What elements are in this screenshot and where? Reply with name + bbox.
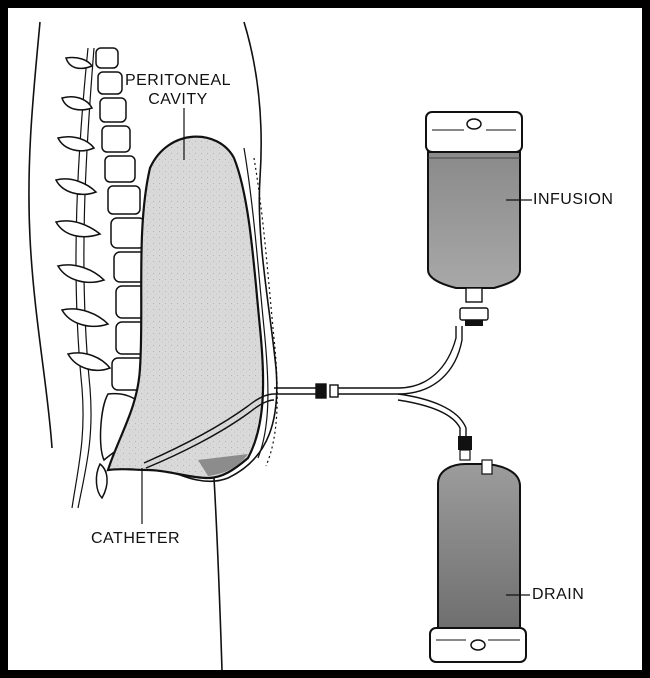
peritoneal-label-line1: PERITONEAL [108, 71, 248, 90]
peritoneal-label-line2: CAVITY [108, 90, 248, 109]
catheter-label: CATHETER [91, 529, 180, 548]
tubing [274, 326, 466, 438]
infusion-bag [426, 112, 522, 326]
peritoneal-cavity-label: PERITONEAL CAVITY [108, 71, 248, 109]
peritoneal-dialysis-illustration [8, 8, 642, 670]
diagram-frame: PERITONEAL CAVITY INFUSION DRAIN CATHETE… [8, 8, 642, 670]
infusion-label: INFUSION [533, 190, 613, 209]
drain-label: DRAIN [532, 585, 584, 604]
drain-bag [430, 436, 526, 662]
